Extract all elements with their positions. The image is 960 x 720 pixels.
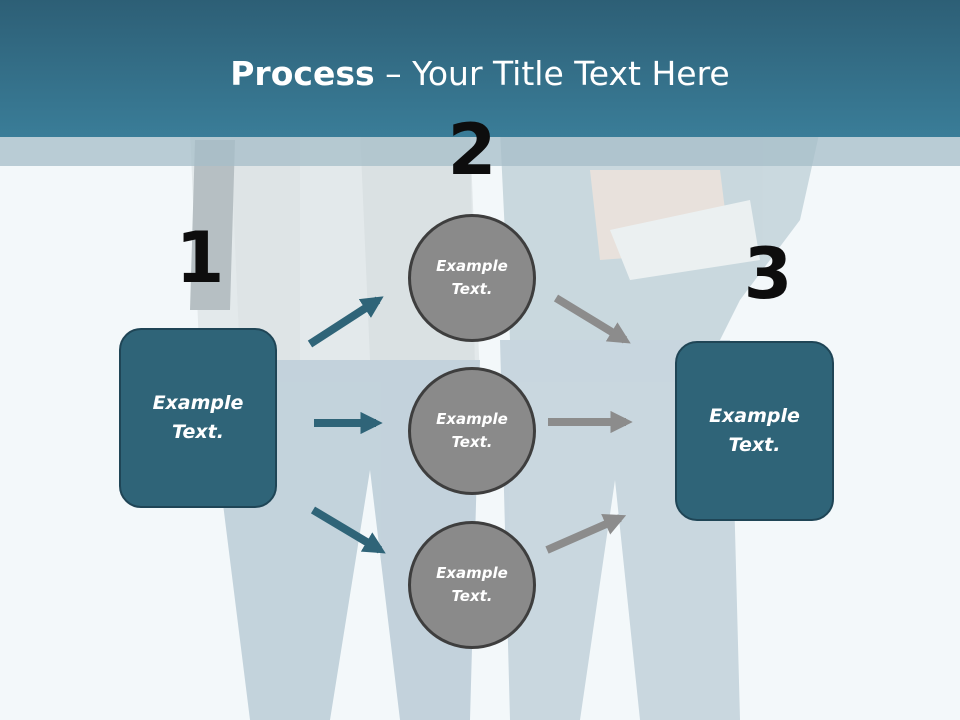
title-rest: – Your Title Text Here (374, 54, 730, 93)
title-bold: Process (230, 54, 375, 93)
slide-title: Process – Your Title Text Here (0, 52, 960, 96)
step-3-label: Example Text. (709, 405, 800, 456)
step-2-circle-3: Example Text. (408, 521, 536, 649)
step-1-label: Example Text. (152, 392, 244, 443)
step-2-circle-1: Example Text. (408, 214, 536, 342)
step-2-circle-2: Example Text. (408, 367, 536, 495)
step-2-circle-2-label: Example Text. (436, 410, 508, 451)
arrow-2c-to-3 (545, 514, 627, 554)
arrow-1-to-2c (310, 506, 386, 554)
step-2-circle-3-label: Example Text. (436, 564, 508, 605)
step-number-3: 3 (743, 233, 793, 315)
step-3-box: Example Text. (675, 341, 834, 521)
arrow-1-to-2a (307, 296, 384, 348)
arrow-2a-to-3 (553, 294, 631, 344)
step-number-1: 1 (175, 217, 225, 299)
title-bar (0, 0, 960, 137)
step-number-2: 2 (447, 109, 497, 191)
step-1-box: Example Text. (119, 328, 277, 508)
title-strip (0, 137, 960, 166)
step-2-circle-1-label: Example Text. (436, 257, 508, 298)
